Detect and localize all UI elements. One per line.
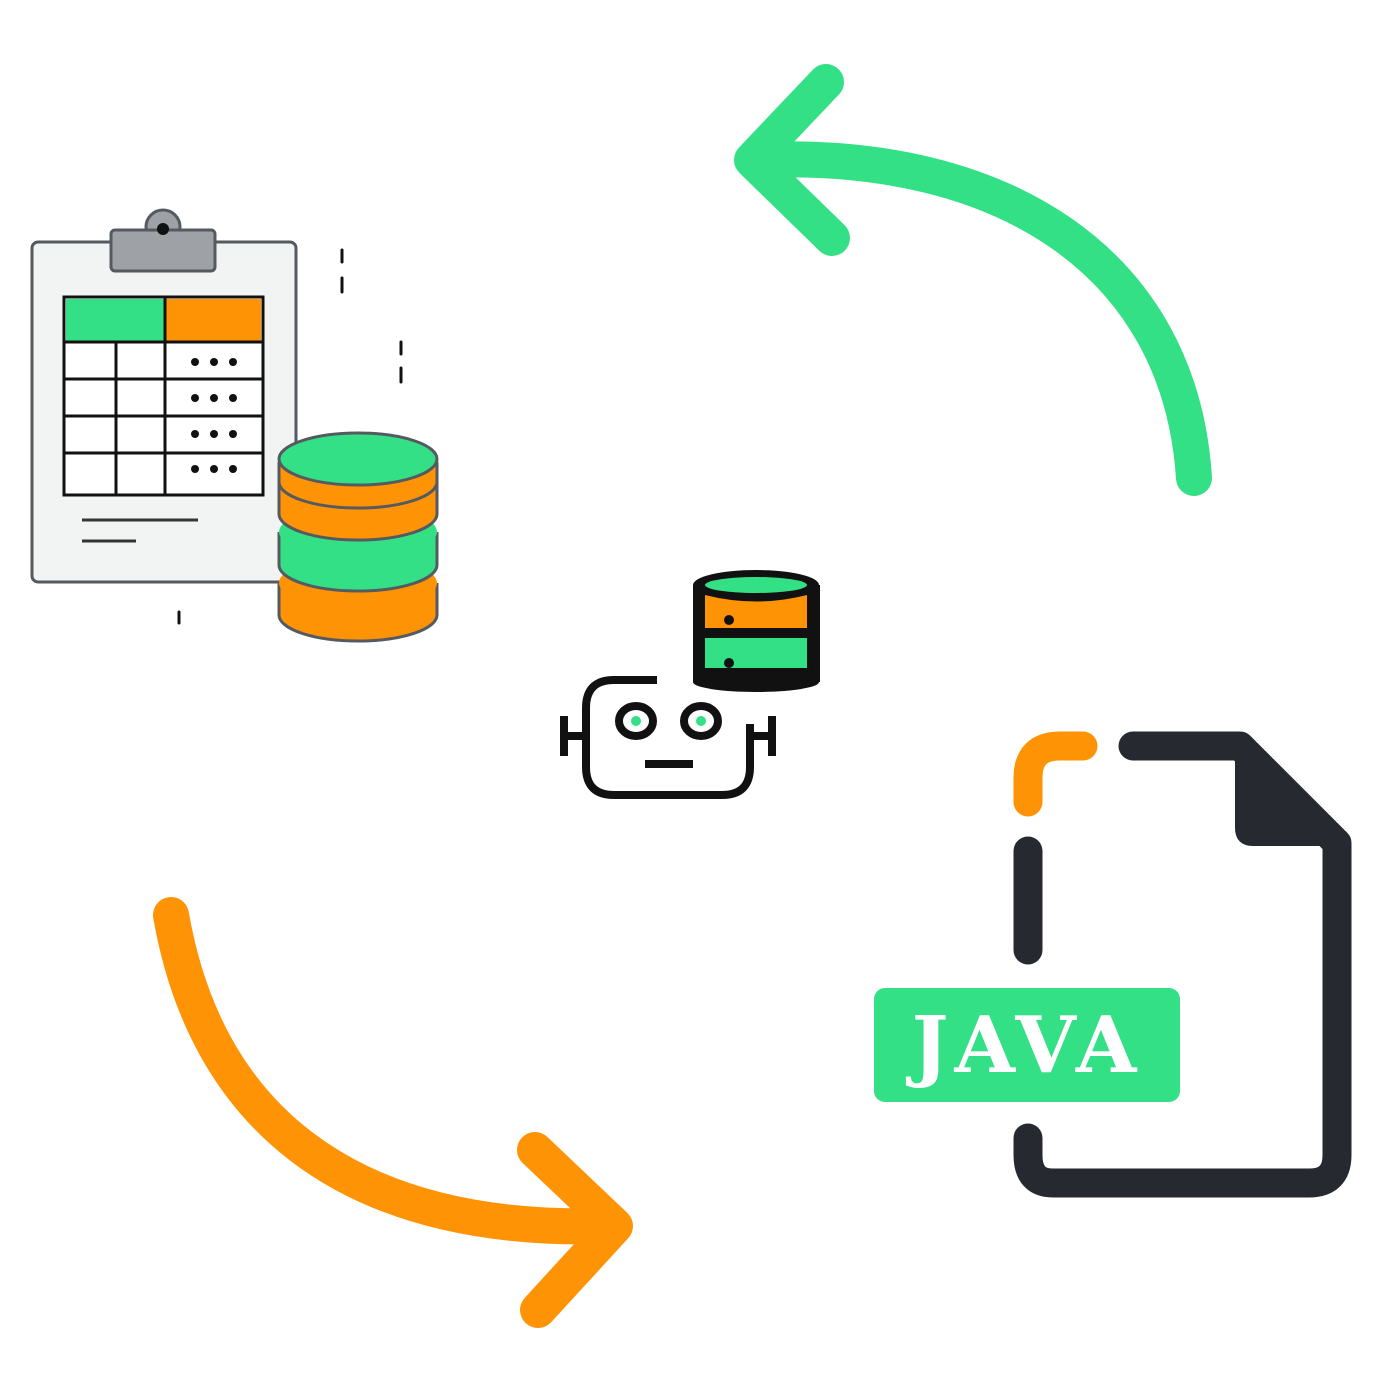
green-arrow-shaft	[742, 141, 1212, 496]
java-badge	[874, 988, 1180, 1102]
curved-arrow-icon	[734, 64, 1212, 496]
table-header-orange	[165, 299, 261, 342]
java-label: JAVA	[906, 1000, 1143, 1091]
database-cylinder-icon	[277, 431, 439, 643]
green-arrow-head	[734, 64, 850, 256]
clipboard-table-database-icon	[30, 208, 439, 643]
file-fold	[1235, 743, 1340, 846]
small-database-icon	[693, 570, 820, 692]
table-header-green	[66, 299, 164, 342]
orange-arrow-shaft	[153, 897, 628, 1245]
orange-arrow-head	[517, 1132, 633, 1328]
table-cell-dots	[191, 358, 237, 473]
curved-arrow-icon	[153, 897, 633, 1328]
motion-dashes	[177, 248, 403, 625]
clipboard-clip	[109, 208, 217, 273]
java-file-icon: JAVA	[874, 731, 1352, 1198]
robot-database-icon	[560, 570, 820, 799]
file-corner-accent	[1013, 731, 1098, 817]
robot-eyes	[615, 702, 722, 740]
file-outline	[1013, 731, 1352, 1198]
robot-head-icon	[560, 676, 776, 799]
data-table	[62, 295, 265, 497]
